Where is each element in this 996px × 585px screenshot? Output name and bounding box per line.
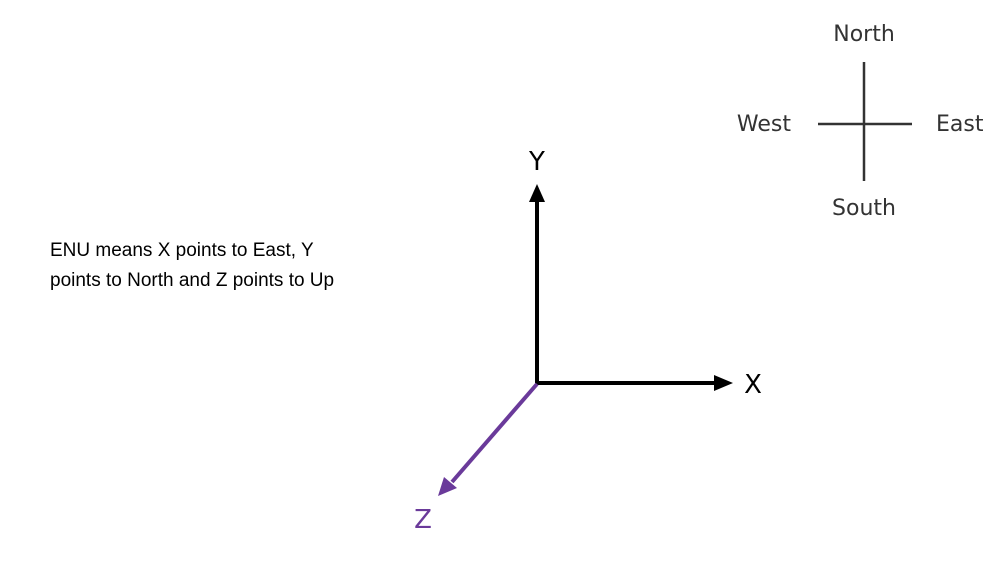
enu-description: ENU means X points to East, Y points to … (50, 236, 410, 296)
z-axis-arrowhead (438, 477, 457, 496)
x-axis-arrowhead (714, 375, 733, 391)
z-axis-line (450, 382, 539, 484)
y-axis-arrowhead (529, 184, 545, 202)
compass-west-label: West (737, 112, 791, 137)
compass-rose: North South West East (737, 22, 984, 221)
z-axis-label: Z (414, 505, 432, 535)
y-axis-label: Y (528, 147, 545, 177)
x-axis-label: X (744, 370, 762, 400)
coordinate-axes: Y X Z (414, 147, 762, 535)
description-line-2: points to North and Z points to Up (50, 270, 335, 291)
compass-south-label: South (832, 196, 896, 221)
description-line-1: ENU means X points to East, Y (50, 240, 314, 261)
compass-north-label: North (833, 22, 895, 47)
compass-east-label: East (936, 112, 984, 137)
